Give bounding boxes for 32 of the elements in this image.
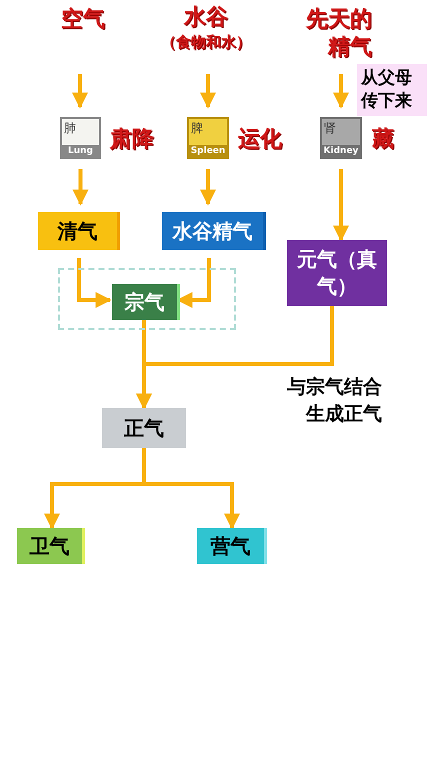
organ-label: Kidney (322, 145, 360, 157)
process-box: 元气（真气） (287, 240, 387, 306)
arrow (72, 74, 88, 109)
arrow (333, 169, 349, 242)
side-label: 藏 (372, 126, 394, 154)
organ-label: Lung (62, 145, 99, 157)
heading-text: 先天的精气 (292, 6, 372, 64)
arrow (200, 74, 216, 109)
process-box: 水谷精气 (162, 212, 266, 250)
arrow (333, 74, 349, 109)
heading-text: 空气 (52, 6, 114, 38)
process-box: 正气 (102, 408, 186, 448)
side-label: 肃降 (110, 126, 154, 154)
organ-icon (320, 117, 362, 159)
note-box: 从父母传下来 (357, 64, 427, 116)
process-box: 营气 (197, 528, 267, 564)
organ-label: Spleen (189, 145, 227, 157)
process-box: 宗气 (112, 284, 180, 320)
organ-character: 脾 (191, 120, 203, 137)
organ-character: 肺 (64, 120, 76, 137)
dashed-group-box (58, 268, 236, 330)
process-box: 清气 (38, 212, 120, 250)
arrow (200, 169, 216, 206)
organ-icon (60, 117, 101, 159)
organ-icon (187, 117, 229, 159)
subheading-text: （食物和水） (160, 32, 252, 52)
side-label: 运化 (238, 126, 282, 154)
arrow (72, 169, 88, 206)
arrow (77, 258, 112, 308)
heading-text: 水谷 (182, 4, 229, 32)
organ-character: 肾 (324, 120, 336, 137)
process-box: 卫气 (17, 528, 85, 564)
